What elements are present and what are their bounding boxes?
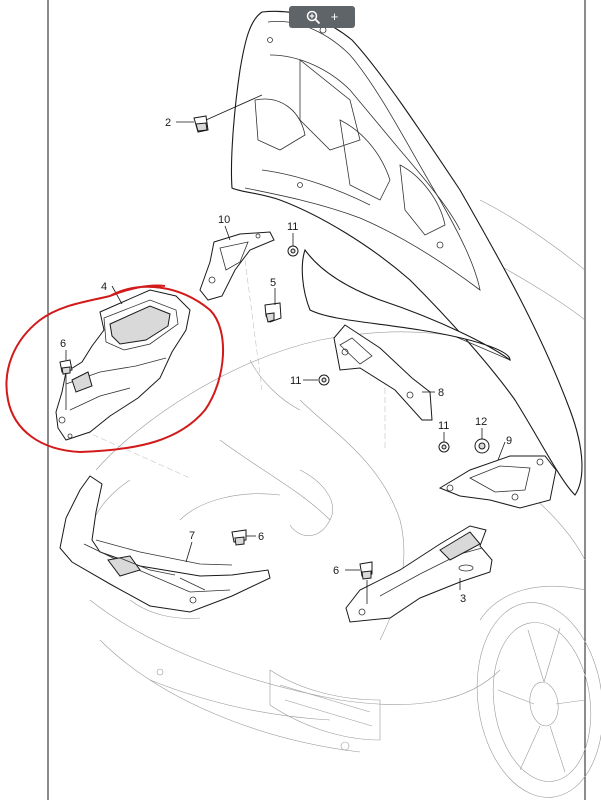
callout-6-left: 6 [60, 338, 66, 350]
callout-9: 9 [506, 435, 512, 447]
callout-10: 10 [218, 214, 230, 226]
callout-2: 2 [165, 117, 171, 129]
callout-7: 7 [189, 530, 195, 542]
part-6-clip-center [231, 529, 247, 546]
part-3-side-cover [345, 525, 493, 623]
part-9-lock-bracket [438, 455, 557, 509]
callout-3: 3 [460, 593, 466, 605]
part-4-side-cover-left [55, 289, 191, 441]
part-11-nut-top [287, 245, 299, 257]
magnify-zoom-icon [306, 10, 320, 24]
part-7-front-cover [59, 475, 271, 613]
part-11-nut-right [438, 441, 450, 453]
callout-8: 8 [438, 387, 444, 399]
callout-6-right: 6 [333, 565, 339, 577]
front-wheel [476, 585, 601, 798]
zoom-toolbar: + [289, 6, 355, 28]
callout-4: 4 [101, 281, 107, 293]
red-highlight-circle [5, 284, 225, 454]
part-6-clip-right [359, 561, 373, 580]
callout-6-center: 6 [258, 531, 264, 543]
part-2-bumper-stop [193, 115, 209, 133]
part-12-buffer [474, 438, 490, 454]
part-6-clip-left [59, 359, 73, 375]
hood-panel [230, 10, 583, 496]
zoom-in-magnifier-button[interactable] [306, 6, 321, 28]
callout-12: 12 [475, 416, 487, 428]
part-8-hinge-right [333, 324, 433, 421]
callout-5: 5 [270, 277, 276, 289]
part-10-hinge-left [199, 231, 275, 301]
callout-11-right: 11 [438, 420, 449, 432]
zoom-plus-button[interactable]: + [330, 9, 339, 24]
part-5-lock-striker [264, 296, 282, 323]
part-11-nut-middle [318, 374, 330, 386]
callout-11-top: 11 [287, 221, 298, 233]
callout-11-middle: 11 [290, 375, 301, 387]
